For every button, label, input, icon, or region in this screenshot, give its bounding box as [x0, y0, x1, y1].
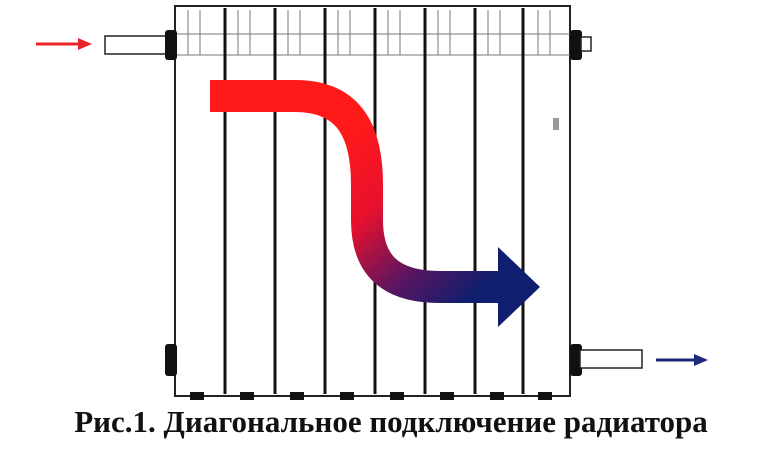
- inlet-connection: [104, 30, 177, 60]
- outlet-arrow-icon: [656, 354, 708, 366]
- radiator-top-header: [175, 10, 570, 56]
- radiator-diagram: [36, 5, 708, 400]
- radiator-marking: [553, 118, 559, 130]
- flow-arrow-icon: [210, 80, 540, 327]
- inlet-pipe: [104, 35, 168, 55]
- radiator-feet: [190, 392, 552, 400]
- radiator: [174, 5, 571, 400]
- inlet-coupling: [165, 30, 177, 60]
- inlet-arrow-icon: [36, 38, 92, 50]
- bottom-left-plug: [165, 344, 177, 376]
- outlet-connection: [570, 344, 643, 376]
- figure-caption: Рис.1. Диагональное подключение радиатор…: [74, 404, 708, 439]
- outlet-coupling: [570, 344, 582, 376]
- radiator-section-dividers: [223, 8, 525, 394]
- air-vent-plug: [570, 30, 592, 60]
- outlet-pipe: [579, 349, 643, 369]
